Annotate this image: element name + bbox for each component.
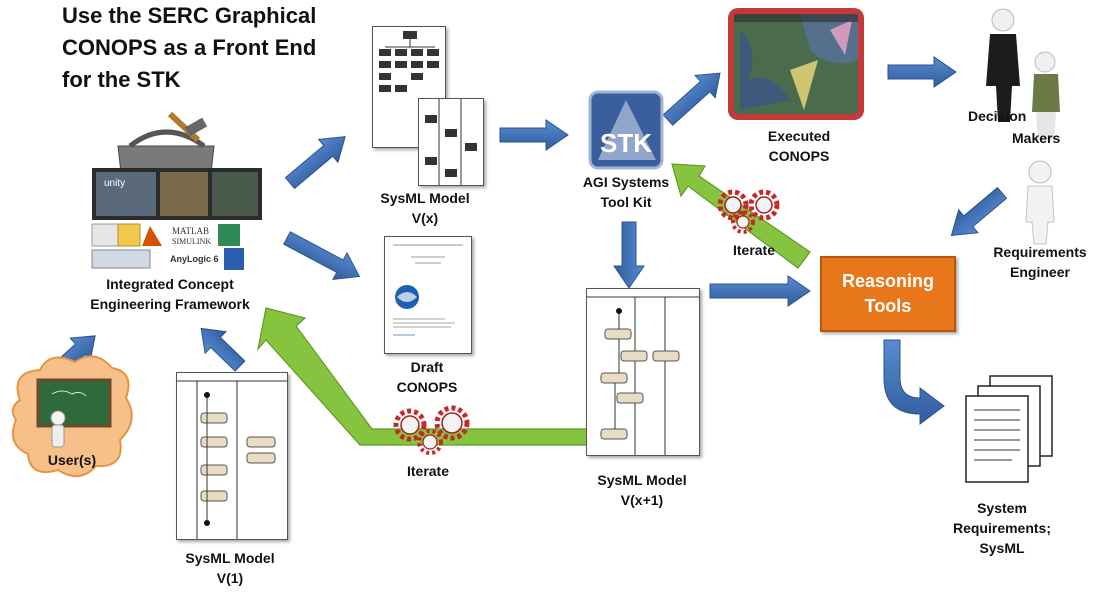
sysml-vx-activity xyxy=(418,98,484,186)
gear-icon xyxy=(434,405,470,441)
requirements-engineer-label-line1: Requirements xyxy=(993,244,1087,260)
stk-logo-text: STK xyxy=(600,128,652,158)
sysml-v1-label: SysML Model V(1) xyxy=(160,548,300,588)
gear-icon xyxy=(393,408,427,442)
anylogic-logo-text: AnyLogic 6 xyxy=(170,254,219,264)
gear-icon xyxy=(748,189,780,221)
title-line-2: CONOPS as a Front End xyxy=(62,35,317,60)
arrow-icef-to-draft xyxy=(283,231,361,281)
reasoning-tools-box: Reasoning Tools xyxy=(820,256,956,332)
sysml-vx-label-line1: SysML Model xyxy=(380,190,470,206)
arrow-executed-to-decision xyxy=(887,56,957,88)
makers-label: Makers xyxy=(1012,130,1061,146)
sysml-vx-label-line2: V(x) xyxy=(411,210,439,226)
system-requirements-line2: Requirements; xyxy=(952,520,1052,536)
sysml-vx-label: SysML Model V(x) xyxy=(355,188,495,228)
icef-label-line2: Engineering Framework xyxy=(90,296,250,312)
system-requirements-line3: SysML xyxy=(979,540,1025,556)
arrow-stk-to-executed xyxy=(662,72,721,126)
arrow-icef-to-vx xyxy=(284,136,346,190)
gear-icon xyxy=(717,189,749,221)
sysml-vx-tree xyxy=(379,31,439,92)
matlab-logo-text: MATLAB xyxy=(172,226,209,236)
arrow-engineer-to-reasoning xyxy=(950,186,1008,236)
requirements-engineer-label: Requirements Engineer xyxy=(984,242,1096,282)
requirements-engineer-figure xyxy=(1025,160,1055,245)
draft-conops-label-line2: CONOPS xyxy=(396,379,458,395)
sysml-v1-label-line1: SysML Model xyxy=(185,550,275,566)
decision-label: Decision xyxy=(968,108,1027,124)
sysml-v1-label-line2: V(1) xyxy=(216,570,244,586)
arrow-vx1-to-reasoning xyxy=(709,275,811,307)
diagram-title: Use the SERC Graphical CONOPS as a Front… xyxy=(62,0,316,96)
users-cloud xyxy=(11,355,133,477)
sysml-vx1-label-line1: SysML Model xyxy=(597,472,687,488)
reasoning-tools-line1: Reasoning xyxy=(841,271,934,291)
arrow-reasoning-to-requirements xyxy=(883,339,945,425)
stk-logo-icon: STK xyxy=(588,90,664,170)
requirements-engineer-label-line2: Engineer xyxy=(1010,264,1070,280)
users-label: User(s) xyxy=(47,452,97,468)
person-icon xyxy=(50,410,66,426)
tool-logos: MATLAB SIMULINK AnyLogic 6 xyxy=(91,223,244,270)
requirements-docs-icon xyxy=(965,375,1053,483)
iterate-bottom-label: Iterate xyxy=(406,463,450,479)
system-requirements-line1: System xyxy=(977,500,1027,516)
icef-label: Integrated Concept Engineering Framework xyxy=(60,274,280,314)
title-line-1: Use the SERC Graphical xyxy=(62,3,317,28)
executed-conops-label-line1: Executed xyxy=(767,128,831,144)
reasoning-tools-line2: Tools xyxy=(864,296,912,316)
draft-conops-label-line1: Draft xyxy=(410,359,444,375)
decision-maker-figure xyxy=(986,8,1060,140)
iterate-top-label: Iterate xyxy=(732,242,776,258)
title-line-3: for the STK xyxy=(62,67,181,92)
agi-stk-label: AGI Systems Tool Kit xyxy=(566,172,686,212)
sysml-v1-diagram xyxy=(176,372,288,540)
icef-label-line1: Integrated Concept xyxy=(106,276,234,292)
executed-conops-label-line2: CONOPS xyxy=(768,148,830,164)
arrow-iterate-bottom xyxy=(256,307,589,446)
draft-conops-label: Draft CONOPS xyxy=(368,357,486,397)
agi-stk-label-line2: Tool Kit xyxy=(600,194,652,210)
arrow-stk-down xyxy=(613,221,645,289)
sysml-vx1-label-line2: V(x+1) xyxy=(620,492,664,508)
system-requirements-label: System Requirements; SysML xyxy=(938,498,1066,558)
icef-screenshot-collage: unity xyxy=(92,168,262,220)
gear-icon xyxy=(731,210,755,234)
sysml-vx1-label: SysML Model V(x+1) xyxy=(572,470,712,510)
executed-conops-map xyxy=(728,8,864,120)
unity-logo-text: unity xyxy=(104,178,125,189)
executed-conops-label: Executed CONOPS xyxy=(744,126,854,166)
arrow-v1-to-icef xyxy=(200,327,246,372)
simulink-logo-text: SIMULINK xyxy=(172,237,211,246)
draft-conops-document xyxy=(384,236,472,354)
gear-icon xyxy=(417,429,443,455)
arrow-vx-to-stk xyxy=(499,119,569,151)
sysml-vx1-diagram xyxy=(586,288,700,456)
agi-stk-label-line1: AGI Systems xyxy=(582,174,670,190)
